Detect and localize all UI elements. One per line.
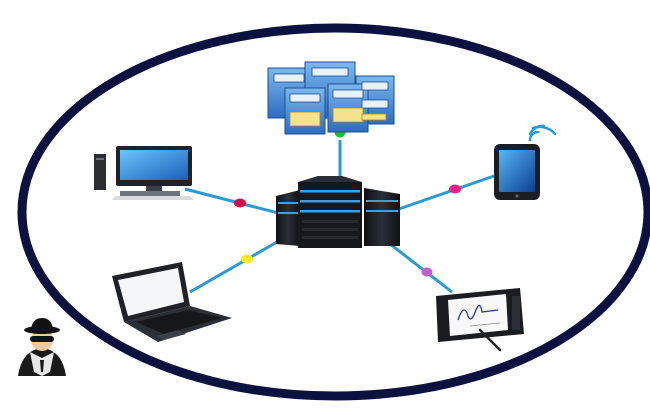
- hacker-spy-icon: [18, 318, 66, 376]
- link-smartphone: [395, 174, 495, 212]
- smartphone-icon: [494, 124, 557, 200]
- server-rack-icon: [276, 176, 400, 248]
- link-signature-pad: [389, 242, 453, 294]
- laptop-icon: [112, 262, 232, 342]
- wifi-signal-icon: [528, 124, 557, 142]
- connector-dot-signature-pad: [421, 267, 433, 277]
- signature-tablet-icon: [436, 288, 524, 352]
- link-laptop: [189, 236, 285, 294]
- filing-cabinets-icon: [267, 61, 395, 135]
- connector-dot-desktop: [234, 198, 246, 208]
- connector-dot-laptop: [241, 254, 253, 264]
- desktop-computer-icon: [94, 146, 194, 200]
- links: [184, 140, 495, 294]
- connector-dot-smartphone: [449, 184, 461, 194]
- network-boundary-ellipse: [17, 23, 650, 401]
